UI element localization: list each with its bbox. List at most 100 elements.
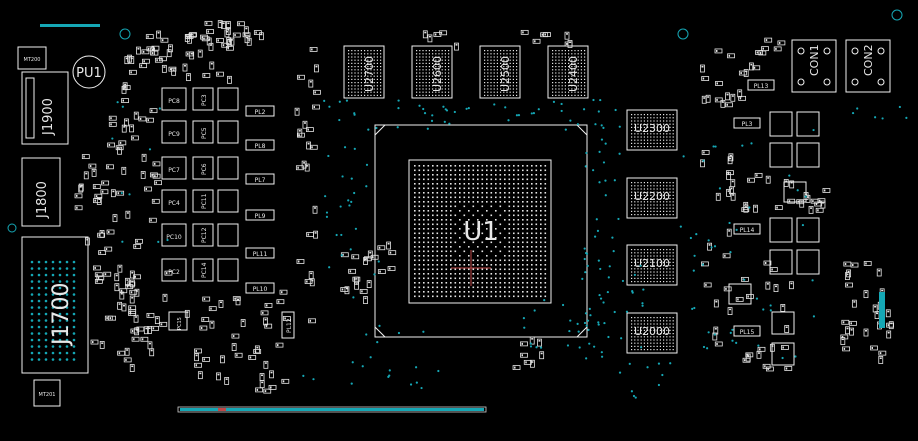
bga-ball — [450, 174, 452, 176]
bga-ball — [504, 228, 506, 230]
via — [535, 346, 538, 349]
bga-ball — [490, 259, 493, 262]
j1900-label: J1900 — [41, 98, 56, 136]
smd-pad — [135, 113, 138, 115]
bga-ball — [454, 277, 457, 280]
memory-ball — [564, 53, 566, 55]
memory-ball — [669, 188, 671, 190]
memory-ball — [647, 191, 649, 193]
bga-ball — [436, 273, 439, 275]
memory-ball — [351, 72, 353, 74]
bga-ball — [414, 183, 416, 185]
memory-ball — [552, 94, 554, 96]
bga-ball — [427, 237, 430, 239]
memory-ball — [580, 72, 582, 74]
memory-ball — [672, 326, 674, 328]
bga-ball — [459, 237, 461, 239]
bga-ball — [468, 264, 470, 266]
memory-ball — [634, 326, 636, 328]
connector-pin — [65, 332, 69, 335]
memory-ball — [438, 75, 440, 77]
memory-ball — [650, 130, 652, 132]
memory-column-right: U2300 U2200 U2100 U2000 — [626, 109, 678, 354]
memory-ball — [564, 82, 566, 84]
smd-pad — [151, 109, 153, 112]
bga-ball — [490, 286, 493, 289]
smd-part — [216, 71, 224, 77]
bga-ball — [454, 192, 457, 194]
memory-ball — [357, 72, 359, 74]
memory-ball — [503, 69, 505, 71]
bga-ball — [486, 277, 488, 280]
memory-ball — [354, 66, 356, 68]
smd-pad — [821, 202, 824, 204]
bga-ball — [450, 210, 452, 212]
connector-pin — [30, 260, 34, 264]
smd-part — [295, 165, 304, 171]
memory-ball — [659, 130, 661, 132]
smd-pad — [424, 31, 427, 34]
memory-ball — [351, 56, 353, 58]
memory-ball — [666, 117, 668, 119]
memory-ball — [370, 85, 372, 87]
memory-ball — [647, 342, 649, 344]
memory-ball — [484, 62, 486, 64]
memory-ball — [634, 261, 636, 263]
memory-ball — [653, 146, 655, 148]
bga-ball — [463, 250, 466, 253]
memory-ball — [672, 258, 674, 260]
memory-ball — [503, 59, 505, 61]
smd-pad — [118, 266, 121, 268]
smd-pad — [541, 33, 544, 36]
smd-pad — [776, 206, 778, 209]
smd-part — [886, 330, 892, 339]
memory-ball — [367, 50, 369, 52]
bga-ball — [432, 196, 434, 199]
bga-ball — [454, 178, 457, 181]
bga-ball — [441, 178, 443, 181]
bga-ball — [522, 196, 524, 199]
memory-ball — [634, 114, 636, 116]
memory-ball — [656, 146, 658, 148]
memory-ball — [432, 62, 434, 64]
memory-ball — [634, 123, 636, 125]
bga-ball — [517, 201, 520, 203]
memory-ball — [669, 194, 671, 196]
via — [423, 112, 427, 115]
memory-ball — [643, 349, 645, 351]
memory-ball — [637, 342, 639, 344]
memory-ball — [650, 249, 652, 251]
bga-ball — [418, 282, 421, 284]
bga-ball — [535, 223, 538, 226]
memory-ball — [422, 88, 424, 90]
smd-part — [312, 205, 318, 214]
memory-ball — [509, 53, 511, 55]
bga-ball — [445, 165, 448, 167]
smd-part — [756, 350, 762, 359]
smd-pad — [715, 300, 718, 303]
bga-ball — [423, 174, 425, 176]
memory-ball — [637, 281, 639, 283]
smd-pad — [514, 366, 516, 369]
memory-ball — [663, 194, 665, 196]
memory-ball — [416, 66, 418, 68]
bga-ball — [468, 295, 470, 298]
bga-ball — [450, 259, 452, 262]
bga-ball — [504, 286, 506, 289]
memory-ball — [669, 201, 671, 203]
smd-part — [159, 56, 167, 62]
bga-ball — [499, 201, 502, 203]
connector-pin — [65, 273, 69, 277]
bga-ball — [508, 291, 511, 293]
bga-ball — [423, 259, 425, 262]
bga-ball — [441, 277, 443, 280]
bga-ball — [445, 228, 448, 230]
smd-pad — [232, 335, 235, 338]
bga-ball — [486, 259, 488, 262]
smd-part — [878, 350, 887, 356]
smd-pad — [156, 59, 158, 62]
bga-ball — [477, 259, 479, 262]
bga-ball — [522, 214, 524, 217]
via — [584, 165, 587, 168]
via — [748, 206, 751, 209]
